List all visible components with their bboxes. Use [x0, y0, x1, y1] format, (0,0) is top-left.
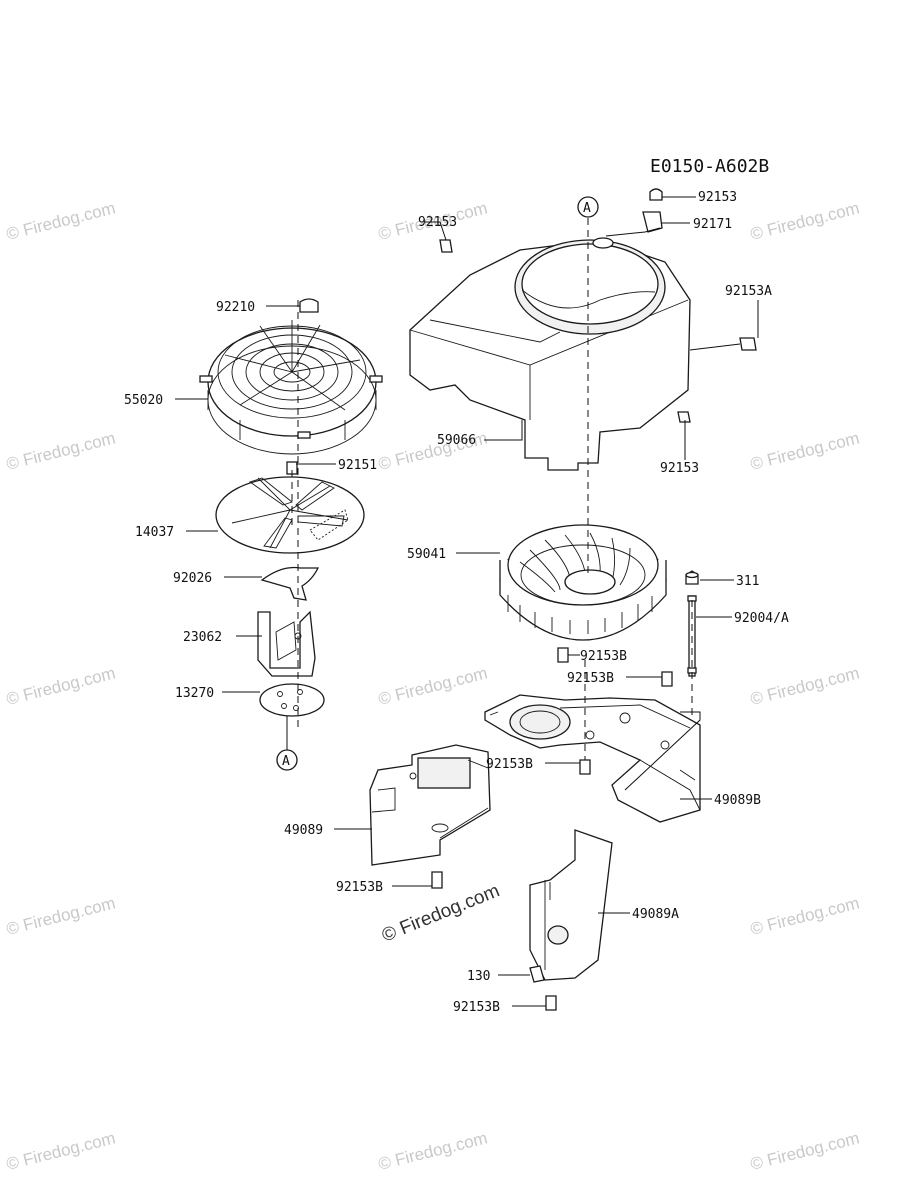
part-label: 130: [467, 969, 490, 984]
part-label: 59041: [407, 547, 446, 562]
part-label: 14037: [135, 525, 174, 540]
baffle-49089b: [484, 694, 701, 823]
ref-marker-text: A: [282, 754, 290, 769]
ref-marker-text: A: [583, 201, 591, 216]
fan-screen: [199, 298, 383, 455]
watermark: © Firedog.com: [4, 428, 117, 473]
part-label: 92153: [698, 190, 737, 205]
part-label: 49089: [284, 823, 323, 838]
leader-lines: [175, 196, 759, 1007]
part-label: 92153: [660, 461, 699, 476]
watermark: © Firedog.com: [376, 1128, 489, 1173]
watermark: © Firedog.com: [748, 428, 861, 473]
part-label: 92210: [216, 300, 255, 315]
part-label: 59066: [437, 433, 476, 448]
part-label: 92153B: [336, 880, 383, 895]
part-label: 92153B: [486, 757, 533, 772]
part-label: 13270: [175, 686, 214, 701]
watermark: © Firedog.com: [748, 198, 861, 243]
blower-housing: [409, 237, 691, 471]
watermark: © Firedog.com: [376, 663, 489, 708]
ref-marker-top: A: [577, 196, 599, 218]
part-label: 92153B: [580, 649, 627, 664]
watermark: © Firedog.com: [4, 1128, 117, 1173]
fan-plate: [215, 461, 365, 554]
mounting-plate: [259, 683, 325, 717]
reference-lines: [291, 218, 693, 760]
bracket: [257, 610, 316, 677]
part-label: 92153B: [453, 1000, 500, 1015]
baffle-49089: [369, 744, 491, 866]
part-label: 311: [736, 574, 759, 589]
part-label: 49089A: [632, 907, 679, 922]
part-label: 92153B: [567, 671, 614, 686]
part-label: 49089B: [714, 793, 761, 808]
ref-marker-bottom: A: [276, 716, 298, 771]
diagram-code: E0150-A602B: [650, 156, 769, 177]
part-label: 92171: [693, 217, 732, 232]
part-label: 92153: [418, 215, 457, 230]
watermark: © Firedog.com: [748, 663, 861, 708]
fan-spacer: [260, 566, 320, 601]
watermark: © Firedog.com: [748, 893, 861, 938]
part-label: 23062: [183, 630, 222, 645]
part-label: 92153A: [725, 284, 772, 299]
part-labels: 92153 92171 92153 92153A 92210 55020 590…: [124, 190, 789, 1015]
watermark: © Firedog.com: [4, 893, 117, 938]
flywheel: [499, 524, 667, 641]
watermark: © Firedog.com: [4, 663, 117, 708]
watermark: © Firedog.com: [4, 198, 117, 243]
part-label: 92151: [338, 458, 377, 473]
baffle-49089a: [431, 829, 613, 1011]
part-label: 92026: [173, 571, 212, 586]
watermark-center: © Firedog.com: [379, 880, 503, 946]
part-label: 55020: [124, 393, 163, 408]
part-label: 92004/A: [734, 611, 789, 626]
watermark: © Firedog.com: [748, 1128, 861, 1173]
